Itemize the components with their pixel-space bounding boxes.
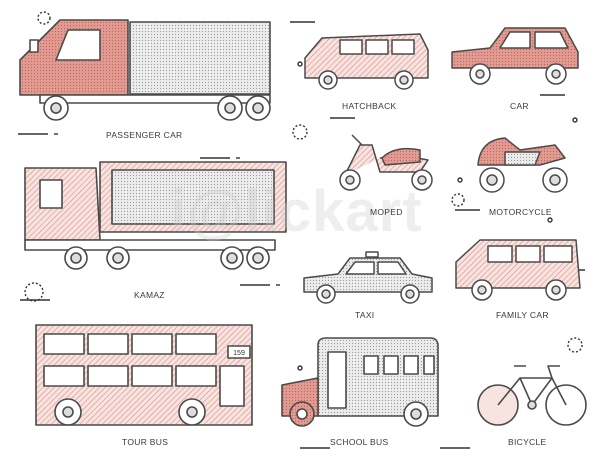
- car-icon: [451, 27, 579, 85]
- hatchback-icon: [304, 33, 429, 90]
- label-kamaz: KAMAZ: [134, 290, 165, 300]
- label-moped: MOPED: [370, 207, 403, 217]
- moped-icon: [339, 134, 433, 191]
- label-bicycle: BICYCLE: [508, 437, 547, 447]
- label-tour-bus: TOUR BUS: [122, 437, 169, 447]
- label-taxi: TAXI: [355, 310, 375, 320]
- label-hatchback: HATCHBACK: [342, 101, 397, 111]
- label-car: CAR: [510, 101, 529, 111]
- label-motorcycle: MOTORCYCLE: [489, 207, 552, 217]
- motorcycle-icon: [477, 137, 568, 193]
- bicycle-icon: [477, 365, 587, 426]
- kamaz-truck-icon: [24, 161, 287, 270]
- tour-bus-icon: [35, 324, 253, 426]
- family-car-icon: [455, 239, 581, 301]
- label-passenger-car: PASSENGER CAR: [106, 130, 183, 140]
- label-family-car: FAMILY CAR: [496, 310, 549, 320]
- taxi-icon: [303, 251, 433, 304]
- watermark: i@lickart: [170, 179, 423, 244]
- bus-route-number: 159: [233, 350, 245, 357]
- passenger-car-truck-icon: [19, 19, 271, 121]
- label-school-bus: SCHOOL BUS: [330, 437, 389, 447]
- school-bus-icon: [281, 337, 439, 427]
